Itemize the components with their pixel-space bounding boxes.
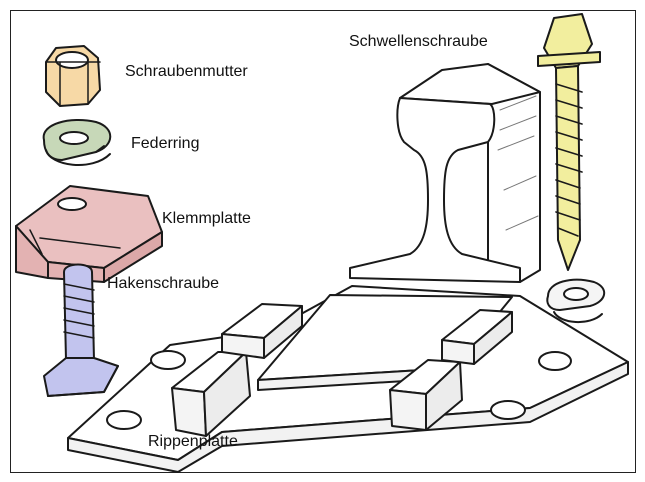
label-schwellenschraube: Schwellenschraube (349, 33, 488, 50)
label-klemmplatte: Klemmplatte (162, 210, 251, 227)
schraubenmutter-drawing (45, 45, 101, 107)
federring-drawing (42, 119, 112, 166)
rippenplatte-drawing (67, 285, 629, 473)
rail-drawing (349, 63, 541, 283)
hakenschraube-drawing (43, 263, 119, 397)
schwellenschraube-drawing (537, 13, 605, 323)
label-hakenschraube: Hakenschraube (107, 275, 220, 292)
label-federring: Federring (131, 135, 200, 152)
label-rippenplatte: Rippenplatte (148, 433, 238, 450)
label-schraubenmutter: Schraubenmutter (125, 63, 248, 80)
